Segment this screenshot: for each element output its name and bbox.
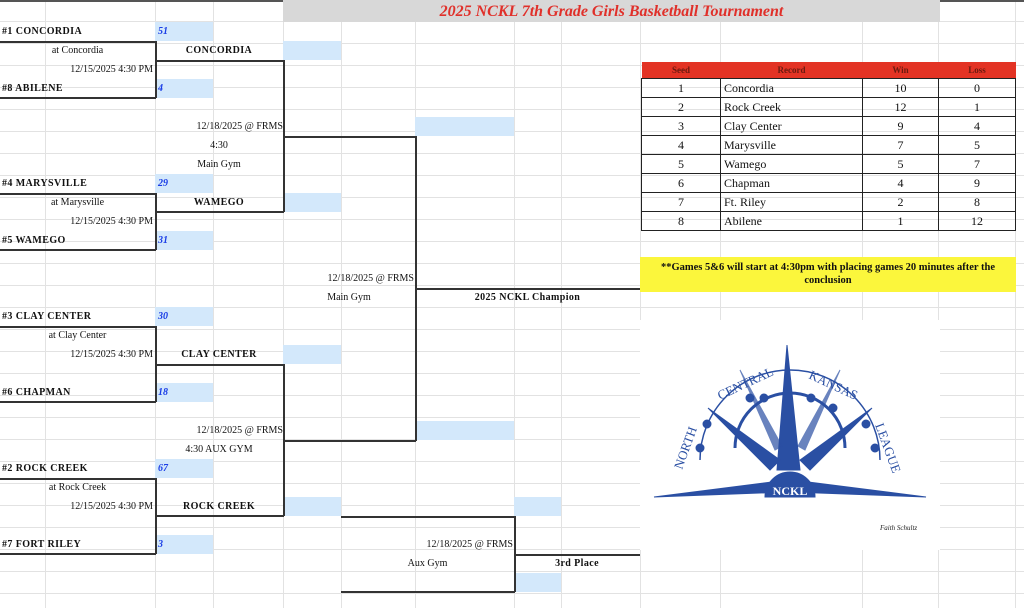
win-cell[interactable]: 1 — [862, 211, 939, 231]
team-name: #4 MARYSVILLE — [2, 178, 88, 189]
score[interactable]: 30 — [158, 311, 168, 322]
seed-cell[interactable]: 7 — [641, 192, 721, 212]
team-cell[interactable]: Marysville — [720, 135, 863, 155]
game-datetime: 12/15/2025 4:30 PM — [70, 216, 153, 227]
game-venue: Main Gym — [327, 292, 371, 303]
game-datetime: 12/18/2025 @ FRMS — [196, 425, 283, 436]
loss-cell[interactable]: 8 — [938, 192, 1016, 212]
seed-cell[interactable]: 2 — [641, 97, 721, 117]
logo-word: NCKL — [773, 484, 808, 498]
game-venue: Main Gym — [197, 159, 241, 170]
game-location: at Marysville — [50, 197, 105, 208]
team-name: #1 CONCORDIA — [2, 26, 83, 37]
standings-header: Seed Record Win Loss — [641, 62, 1016, 79]
team-cell[interactable]: Chapman — [720, 173, 863, 193]
winner-name: CONCORDIA — [185, 45, 253, 56]
loss-cell[interactable]: 7 — [938, 154, 1016, 174]
winner-name: CLAY CENTER — [181, 349, 257, 360]
win-cell[interactable]: 9 — [862, 116, 939, 136]
game-datetime: 12/15/2025 4:30 PM — [70, 349, 153, 360]
game-venue: Aux Gym — [407, 558, 448, 569]
game-datetime: 12/15/2025 4:30 PM — [70, 501, 153, 512]
team-name: #3 CLAY CENTER — [2, 311, 92, 322]
seed-cell[interactable]: 8 — [641, 211, 721, 231]
win-cell[interactable]: 7 — [862, 135, 939, 155]
team-cell[interactable]: Abilene — [720, 211, 863, 231]
game-time: 4:30 — [210, 140, 228, 151]
team-name: #2 ROCK CREEK — [2, 463, 88, 474]
loss-cell[interactable]: 0 — [938, 78, 1016, 98]
col-header: Seed — [641, 62, 721, 79]
loss-cell[interactable]: 1 — [938, 97, 1016, 117]
score[interactable]: 31 — [158, 235, 168, 246]
score[interactable]: 18 — [158, 387, 168, 398]
game-location: at Clay Center — [48, 330, 107, 341]
team-cell[interactable]: Rock Creek — [720, 97, 863, 117]
team-cell[interactable]: Concordia — [720, 78, 863, 98]
win-cell[interactable]: 2 — [862, 192, 939, 212]
signature: Faith Schultz — [879, 524, 917, 532]
score[interactable]: 67 — [158, 463, 168, 474]
seed-cell[interactable]: 5 — [641, 154, 721, 174]
logo-word: NORTH — [671, 425, 700, 471]
game-location: at Concordia — [51, 45, 104, 56]
col-header: Loss — [938, 62, 1016, 79]
winner-name: WAMEGO — [193, 197, 245, 208]
team-cell[interactable]: Ft. Riley — [720, 192, 863, 212]
team-name: #7 FORT RILEY — [2, 539, 82, 550]
winner-name: ROCK CREEK — [182, 501, 256, 512]
game-datetime: 12/18/2025 @ FRMS — [196, 121, 283, 132]
score[interactable]: 29 — [158, 178, 168, 189]
team-name: #8 ABILENE — [2, 83, 63, 94]
seed-cell[interactable]: 4 — [641, 135, 721, 155]
loss-cell[interactable]: 12 — [938, 211, 1016, 231]
schedule-note: **Games 5&6 will start at 4:30pm with pl… — [640, 257, 1016, 292]
team-name: #5 WAMEGO — [2, 235, 66, 246]
team-cell[interactable]: Clay Center — [720, 116, 863, 136]
score[interactable]: 4 — [158, 83, 163, 94]
game-venue: 4:30 AUX GYM — [185, 444, 253, 455]
tournament-title: 2025 NCKL 7th Grade Girls Basketball Tou… — [283, 0, 940, 22]
game-location: at Rock Creek — [48, 482, 107, 493]
win-cell[interactable]: 10 — [862, 78, 939, 98]
loss-cell[interactable]: 9 — [938, 173, 1016, 193]
nckl-logo: NORTH CENTRAL KANSAS LEAGUE NCKL Faith S… — [640, 320, 940, 550]
game-datetime: 12/18/2025 @ FRMS — [327, 273, 414, 284]
game-datetime: 12/18/2025 @ FRMS — [426, 539, 513, 550]
third-place-label: 3rd Place — [555, 558, 599, 569]
win-cell[interactable]: 12 — [862, 97, 939, 117]
win-cell[interactable]: 5 — [862, 154, 939, 174]
win-cell[interactable]: 4 — [862, 173, 939, 193]
score[interactable]: 51 — [158, 26, 168, 37]
loss-cell[interactable]: 5 — [938, 135, 1016, 155]
col-header: Record — [720, 62, 863, 79]
team-name: #6 CHAPMAN — [2, 387, 71, 398]
col-header: Win — [862, 62, 939, 79]
loss-cell[interactable]: 4 — [938, 116, 1016, 136]
game-datetime: 12/15/2025 4:30 PM — [70, 64, 153, 75]
score[interactable]: 3 — [158, 539, 163, 550]
compass-logo-icon: NORTH CENTRAL KANSAS LEAGUE NCKL Faith S… — [653, 344, 927, 532]
team-cell[interactable]: Wamego — [720, 154, 863, 174]
champion-label: 2025 NCKL Champion — [474, 292, 581, 303]
seed-cell[interactable]: 1 — [641, 78, 721, 98]
seed-cell[interactable]: 6 — [641, 173, 721, 193]
seed-cell[interactable]: 3 — [641, 116, 721, 136]
